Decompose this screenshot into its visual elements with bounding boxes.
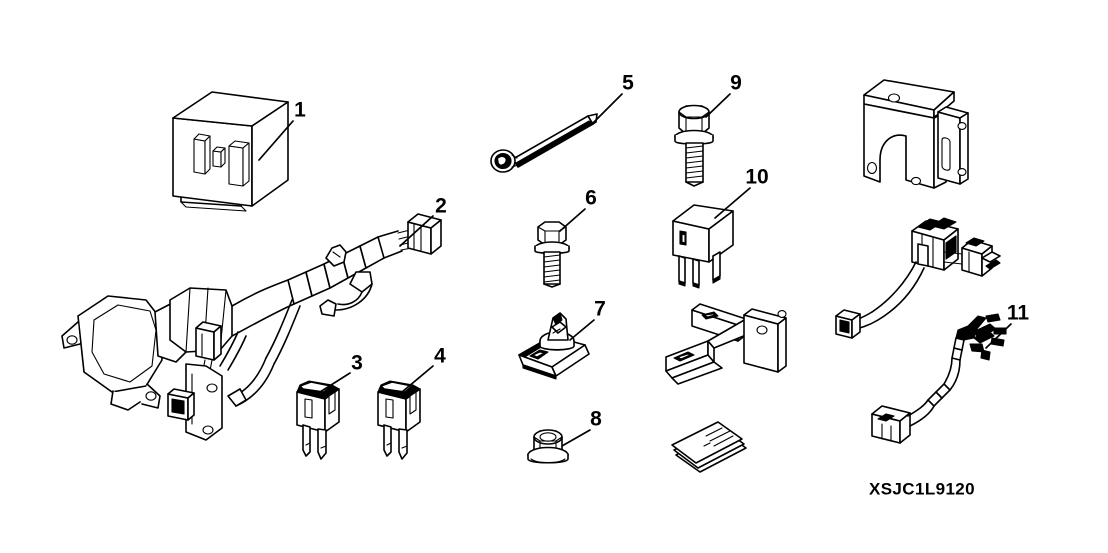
part-pigtail-sub-harness: [871, 313, 1007, 444]
callout-label-11: 11: [1007, 302, 1030, 325]
callout-leader-3: [319, 372, 351, 393]
callout-label-9: 9: [730, 72, 742, 95]
callout-leader-6: [559, 208, 586, 232]
part-connector-sub-harness: [835, 217, 1001, 339]
part-instruction-booklet: [671, 421, 747, 473]
part-mounting-bracket-l: [863, 79, 969, 189]
part-relay: [672, 204, 734, 289]
callout-label-2: 2: [435, 195, 447, 218]
callout-label-7: 7: [594, 298, 606, 321]
callout-leader-8: [561, 429, 591, 447]
callout-leader-11: [985, 323, 1012, 349]
callout-leader-10: [714, 187, 751, 219]
callout-label-1: 1: [294, 99, 306, 122]
callout-leader-9: [705, 93, 731, 118]
part-flange-nut: [527, 429, 569, 464]
callout-label-3: 3: [351, 352, 363, 375]
part-mounting-stay: [665, 303, 787, 385]
part-control-unit-module: [172, 91, 289, 212]
part-main-wire-harness: [61, 213, 442, 441]
callout-leader-5: [591, 93, 623, 125]
callout-label-6: 6: [585, 187, 597, 210]
callout-label-4: 4: [434, 345, 446, 368]
callout-leader-4: [401, 365, 434, 393]
callout-leader-1: [258, 120, 294, 161]
part-blade-fuse-right: [377, 380, 421, 460]
callout-label-10: 10: [745, 166, 768, 189]
callout-leader-7: [569, 319, 595, 341]
part-cable-tie-strap: [490, 113, 598, 173]
callout-label-8: 8: [590, 408, 602, 431]
part-blade-fuse-left: [296, 380, 340, 460]
drawing-code: XSJC1L9120: [869, 479, 975, 498]
part-flange-bolt-long: [674, 104, 714, 187]
part-flange-bolt-short: [534, 221, 570, 288]
callout-leader-2: [399, 215, 434, 247]
callout-label-5: 5: [622, 72, 634, 95]
part-harness-clip: [518, 312, 590, 380]
